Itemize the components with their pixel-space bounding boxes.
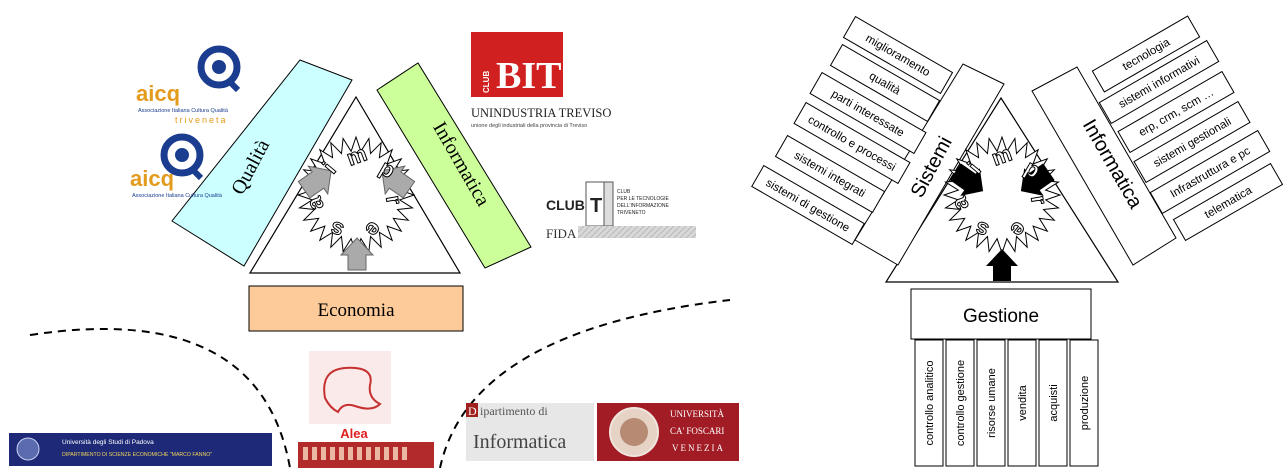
club-ti-club: CLUB xyxy=(546,197,585,213)
starburst-shape xyxy=(942,135,1062,255)
gestione-items: controllo analitico controllo gestione r… xyxy=(914,339,1099,467)
dashed-arc-left xyxy=(29,328,291,468)
aicq-logo-1: aicq Associazione Italiana Cultura Quali… xyxy=(136,45,241,125)
starburst-shape xyxy=(296,135,416,255)
alea-logo: Alea xyxy=(298,351,434,468)
club-bit-logo: CLUB BIT UNINDUSTRIA TREVISO unione degl… xyxy=(471,32,611,129)
aicq-logo-1-line1: Associazione Italiana Cultura Qualità xyxy=(138,108,229,114)
club-bit-name: BIT xyxy=(496,55,561,97)
black-arrows xyxy=(949,163,1055,281)
svg-text:PER LE TECNOLOGIE: PER LE TECNOLOGIE xyxy=(617,196,670,202)
sistemi-band xyxy=(854,63,1005,266)
club-bit-line1: UNINDUSTRIA TREVISO xyxy=(471,106,611,120)
center-starburst-left xyxy=(296,135,416,255)
svg-text:D: D xyxy=(468,404,477,418)
gestione-item: acquisti xyxy=(1048,384,1060,421)
gestione-item: controllo gestione xyxy=(955,360,967,446)
club-bit-club: CLUB xyxy=(482,71,491,93)
aicq-logo-2-line1: Associazione Italiana Cultura Qualità xyxy=(132,193,223,199)
padova-line2: DIPARTIMENTO DI SCIENZE ECONOMICHE "MARC… xyxy=(62,452,212,458)
economia-box xyxy=(248,285,464,332)
foscari-line2: CA' FOSCARI xyxy=(670,426,724,436)
qualita-box xyxy=(171,59,353,267)
dip-informatica-line1: ipartimento di xyxy=(480,404,548,418)
dip-informatica-logo: D ipartimento di Informatica xyxy=(466,403,594,461)
foscari-line3: VENEZIA xyxy=(672,443,725,453)
padova-banner: Università degli Studi di Padova DIPARTI… xyxy=(9,433,272,466)
ca-foscari-logo: UNIVERSITÀ CA' FOSCARI VENEZIA xyxy=(597,403,739,461)
padova-line1: Università degli Studi di Padova xyxy=(62,439,154,446)
club-ti-logo: CLUB TI CLUB PER LE TECNOLOGIE DELL'INFO… xyxy=(546,181,696,241)
informatica-box xyxy=(376,62,532,269)
svg-text:TRIVENETO: TRIVENETO xyxy=(617,210,646,216)
aicq-logo-2: aicq Associazione Italiana Cultura Quali… xyxy=(130,133,223,199)
dip-informatica-line2: Informatica xyxy=(473,431,566,453)
fidal-label: FIDA xyxy=(546,226,577,241)
svg-text:DELL'INFORMAZIONE: DELL'INFORMAZIONE xyxy=(617,203,669,209)
center-starburst-right xyxy=(942,135,1062,255)
foscari-line1: UNIVERSITÀ xyxy=(670,409,724,419)
svg-text:CLUB: CLUB xyxy=(617,189,631,195)
gestione-item: vendita xyxy=(1017,384,1029,420)
gestione-item: controllo analitico xyxy=(924,361,936,446)
dashed-arc-right xyxy=(439,299,731,468)
gestione-box xyxy=(910,288,1092,340)
gestione-item: produzione xyxy=(1079,376,1091,430)
economia-label: Economia xyxy=(317,300,395,321)
gray-arrows xyxy=(297,165,416,271)
club-bit-line2: unione degli industriali della provincia… xyxy=(471,123,587,129)
informatica-band-right xyxy=(1031,66,1177,266)
gestione-item: risorse umane xyxy=(986,368,998,438)
aicq-logo-1-name: aicq xyxy=(136,81,180,106)
aicq-logo-1-line2: triveneta xyxy=(175,115,228,125)
club-ti-ti: TI xyxy=(590,195,608,217)
aicq-logo-2-name: aicq xyxy=(130,166,174,191)
alea-label: Alea xyxy=(340,426,368,441)
gestione-label: Gestione xyxy=(963,306,1039,327)
fidal-banner xyxy=(578,226,696,238)
